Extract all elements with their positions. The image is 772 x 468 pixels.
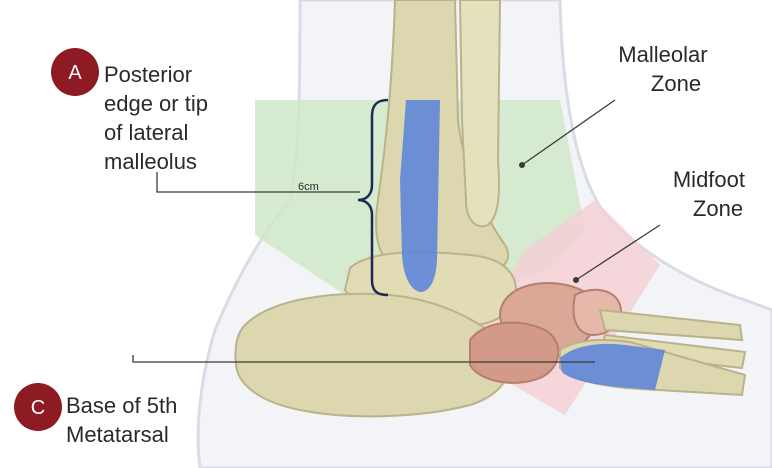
marker-c-letter: C: [31, 397, 45, 419]
malleolar-zone-label: Malleolar Zone: [618, 42, 713, 96]
marker-a-label-line-2: edge or tip: [104, 91, 208, 116]
marker-c-label-line-1: Base of 5th: [66, 393, 177, 418]
marker-a-label-line-1: Posterior: [104, 62, 192, 87]
midfoot-zone-label-line-2: Zone: [693, 196, 743, 221]
leader-dot-malleolar: [519, 162, 525, 168]
marker-a-label-line-4: malleolus: [104, 149, 197, 174]
marker-c-label: Base of 5th Metatarsal: [66, 393, 183, 447]
cuboid-bone: [470, 323, 558, 383]
marker-a-letter: A: [68, 62, 82, 84]
leader-dot-midfoot: [573, 277, 579, 283]
midfoot-zone-label-line-1: Midfoot: [673, 167, 745, 192]
midfoot-zone-label: Midfoot Zone: [673, 167, 751, 221]
measurement-label: 6cm: [298, 181, 319, 193]
marker-c-label-line-2: Metatarsal: [66, 422, 169, 447]
marker-a-label: Posterior edge or tip of lateral malleol…: [104, 62, 214, 174]
fibula-bone: [460, 0, 500, 226]
malleolar-zone-label-line-2: Zone: [651, 71, 701, 96]
malleolar-zone-label-line-1: Malleolar: [618, 42, 707, 67]
marker-a-label-line-3: of lateral: [104, 120, 188, 145]
lateral-malleolus-palpation-area: [400, 100, 440, 292]
